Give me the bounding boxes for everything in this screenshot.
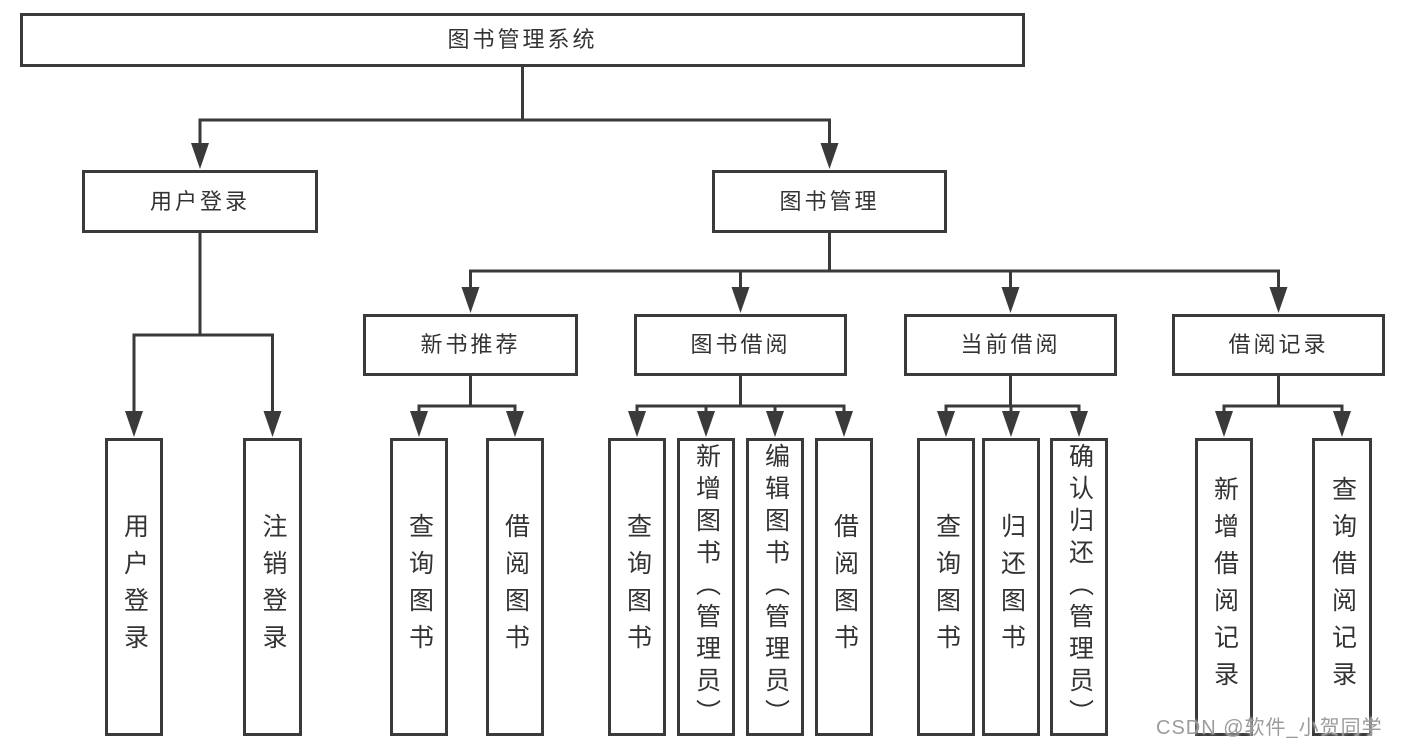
- connector-arrowhead-icon: [461, 287, 480, 313]
- node-current-borrowing: 当前借阅: [904, 314, 1117, 376]
- connector-arrowhead-icon: [835, 411, 853, 437]
- node-cb-return-books: 归还图书: [982, 438, 1040, 736]
- node-cb-query-books: 查询图书: [917, 438, 975, 736]
- node-br-query-record-label: 查询借阅记录: [1328, 476, 1357, 698]
- node-root: 图书管理系统: [20, 13, 1025, 67]
- node-nb-query-books-label: 查询图书: [405, 513, 434, 661]
- connector-arrowhead-icon: [125, 411, 143, 437]
- connector-arrowhead-icon: [1269, 287, 1288, 313]
- connector-arrowhead-icon: [191, 143, 209, 169]
- connector-arrowhead-icon: [820, 143, 839, 169]
- node-bb-add-books: 新增图书（管理员）: [677, 438, 735, 736]
- node-book-management: 图书管理: [712, 170, 947, 233]
- node-bb-edit-books: 编辑图书（管理员）: [746, 438, 804, 736]
- node-user-login: 用户登录: [82, 170, 318, 233]
- node-borrowing-records-label: 借阅记录: [1228, 332, 1329, 357]
- node-borrowing-records: 借阅记录: [1172, 314, 1385, 376]
- node-bb-query-books-label: 查询图书: [623, 513, 652, 661]
- node-cb-return-books-label: 归还图书: [997, 513, 1026, 661]
- node-bb-borrow-books: 借阅图书: [815, 438, 873, 736]
- node-user-login-label: 用户登录: [149, 188, 250, 214]
- connector-arrowhead-icon: [410, 411, 428, 437]
- connector-arrowhead-icon: [1070, 411, 1088, 437]
- node-logout: 注销登录: [243, 438, 302, 736]
- node-br-query-record: 查询借阅记录: [1312, 438, 1372, 736]
- node-bb-edit-books-label: 编辑图书（管理员）: [761, 443, 790, 731]
- node-br-add-record: 新增借阅记录: [1195, 438, 1253, 736]
- node-book-borrowing: 图书借阅: [634, 314, 847, 376]
- node-book-management-label: 图书管理: [779, 188, 880, 214]
- node-br-add-record-label: 新增借阅记录: [1210, 476, 1239, 698]
- node-root-label: 图书管理系统: [447, 27, 598, 52]
- connector-arrowhead-icon: [731, 287, 750, 313]
- connector-arrowhead-icon: [937, 411, 955, 437]
- node-bb-query-books: 查询图书: [608, 438, 666, 736]
- node-cb-query-books-label: 查询图书: [932, 513, 961, 661]
- node-book-borrowing-label: 图书借阅: [690, 332, 791, 357]
- connector-arrowhead-icon: [766, 411, 784, 437]
- connector-arrowhead-icon: [1001, 287, 1020, 313]
- node-new-book-recommend: 新书推荐: [363, 314, 578, 376]
- node-nb-borrow-books-label: 借阅图书: [501, 513, 530, 661]
- connector-arrowhead-icon: [506, 411, 524, 437]
- node-bb-borrow-books-label: 借阅图书: [830, 513, 859, 661]
- node-new-book-recommend-label: 新书推荐: [420, 332, 521, 357]
- connector-arrowhead-icon: [1333, 411, 1351, 437]
- connector-arrowhead-icon: [1002, 411, 1020, 437]
- node-bb-add-books-label: 新增图书（管理员）: [692, 443, 721, 731]
- node-nb-borrow-books: 借阅图书: [486, 438, 544, 736]
- connector-arrowhead-icon: [697, 411, 715, 437]
- node-login: 用户登录: [105, 438, 163, 736]
- connector-arrowhead-icon: [1215, 411, 1233, 437]
- node-logout-label: 注销登录: [259, 513, 287, 661]
- connector-arrowhead-icon: [628, 411, 646, 437]
- node-current-borrowing-label: 当前借阅: [960, 332, 1061, 357]
- watermark-text: CSDN @软件_小贺同学: [1156, 717, 1383, 739]
- node-nb-query-books: 查询图书: [390, 438, 448, 736]
- node-cb-confirm-return: 确认归还（管理员）: [1050, 438, 1108, 736]
- node-cb-confirm-return-label: 确认归还（管理员）: [1065, 443, 1094, 731]
- connector-arrowhead-icon: [263, 411, 282, 437]
- node-login-label: 用户登录: [120, 513, 149, 661]
